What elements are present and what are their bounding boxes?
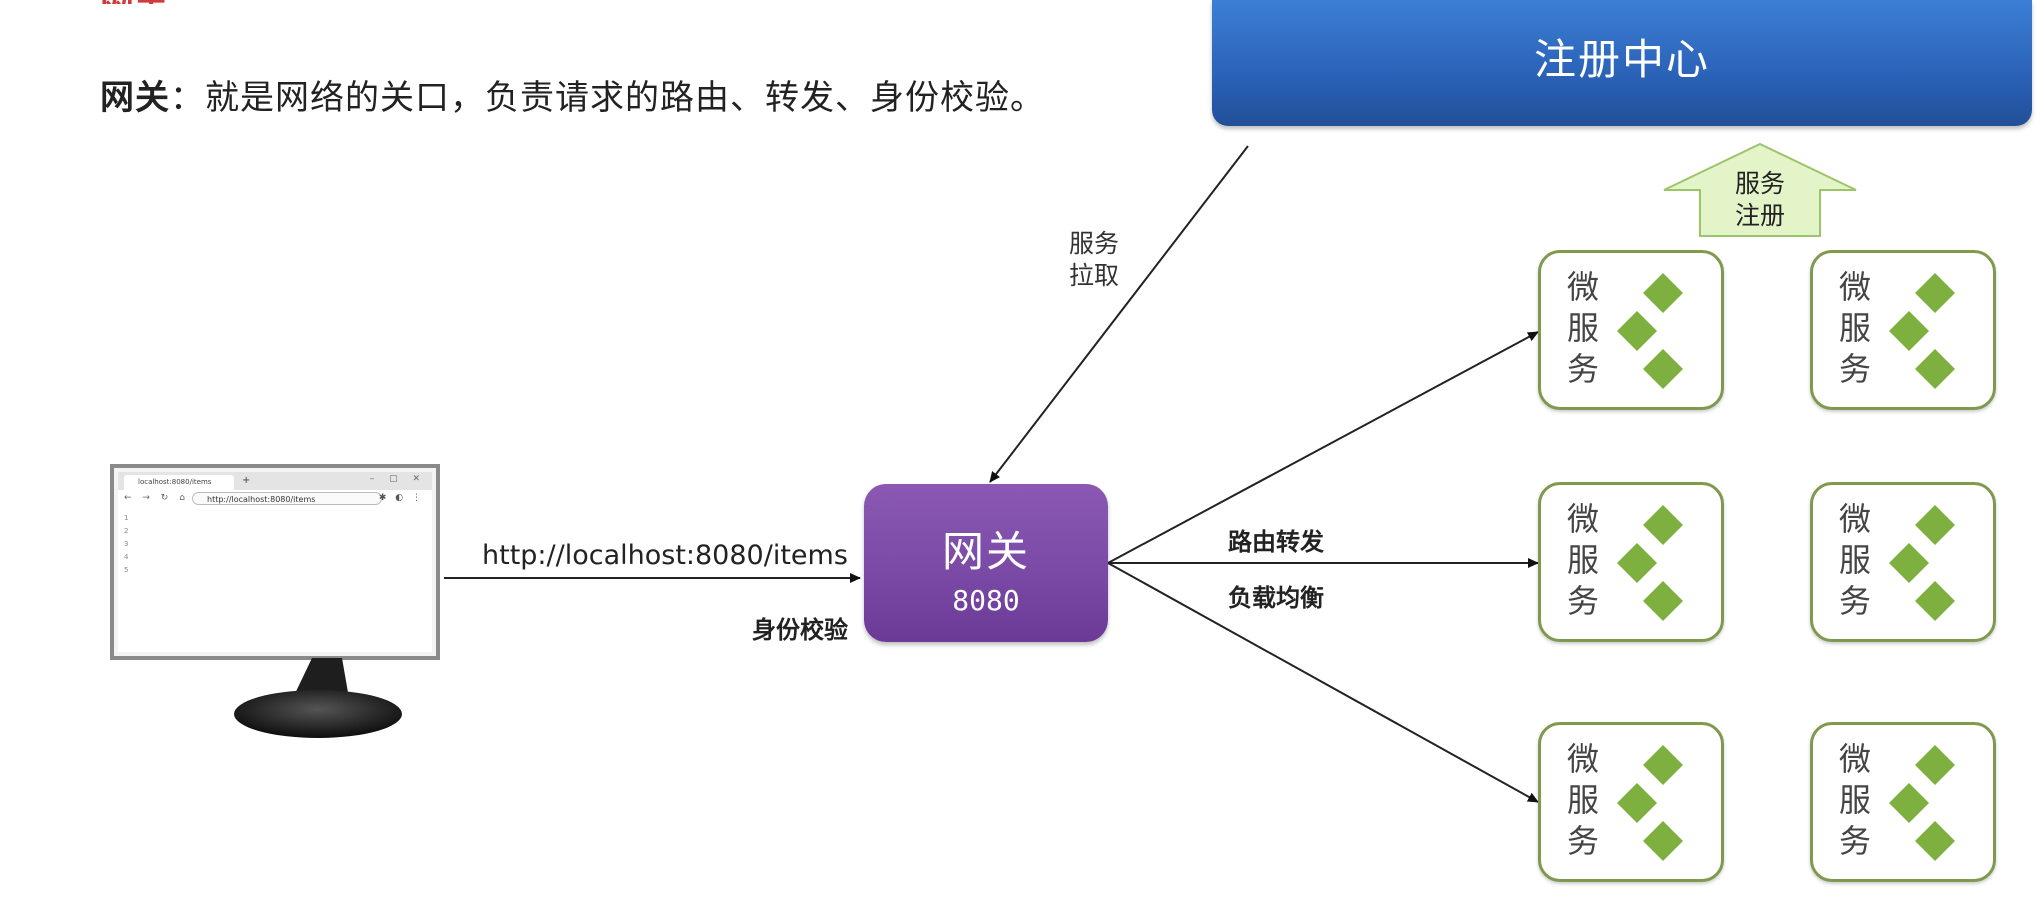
client-computer: localhost:8080/items + – ▢ ✕ ← → ↻ ⌂ htt… (110, 464, 440, 744)
microservice-label: 微服务 (1838, 740, 1871, 860)
microservice-label: 微服务 (1838, 500, 1871, 620)
gateway-box: 网关 8080 (864, 484, 1108, 642)
new-tab-icon[interactable]: + (242, 475, 251, 486)
intro-term: 网关 (100, 78, 170, 118)
microservice-label: 微服务 (1566, 268, 1599, 388)
microservice-box: 微服务 (1810, 250, 1996, 410)
registry-center-box: 注册中心 (1212, 0, 2032, 126)
diamond-cluster-icon (1617, 273, 1683, 389)
service-register-arrow-icon (1663, 142, 1857, 237)
diamond-cluster-icon (1889, 745, 1955, 861)
microservice-box: 微服务 (1538, 482, 1724, 642)
browser-content: 1 2 3 4 5 (118, 508, 432, 652)
microservice-label: 微服务 (1566, 740, 1599, 860)
microservice-label: 微服务 (1838, 268, 1871, 388)
browser-nav-icons[interactable]: ← → ↻ ⌂ (124, 493, 189, 503)
diamond-cluster-icon (1889, 505, 1955, 621)
monitor-screen: localhost:8080/items + – ▢ ✕ ← → ↻ ⌂ htt… (110, 464, 440, 660)
browser-address-bar[interactable]: http://localhost:8080/items (192, 492, 382, 505)
service-pull-label: 服务 拉取 (1068, 229, 1119, 290)
microservice-box: 微服务 (1810, 482, 1996, 642)
gateway-port: 8080 (952, 584, 1020, 617)
service-register-label: 服务 注册 (1734, 169, 1785, 230)
diamond-cluster-icon (1889, 273, 1955, 389)
monitor-stand-icon (234, 658, 402, 738)
microservice-box: 微服务 (1538, 722, 1724, 882)
service-pull-arrow (989, 145, 1249, 483)
diamond-cluster-icon (1617, 505, 1683, 621)
browser-toolbar: ← → ↻ ⌂ http://localhost:8080/items ✱ ◐ … (118, 490, 432, 509)
route-arrow-top (1107, 331, 1539, 564)
route-arrow-bottom (1107, 562, 1539, 803)
line-numbers: 1 2 3 4 5 (124, 514, 129, 574)
browser-tab-bar: localhost:8080/items + – ▢ ✕ (118, 472, 432, 490)
microservice-box: 微服务 (1810, 722, 1996, 882)
request-url-label: http://localhost:8080/items (482, 540, 848, 571)
intro-colon: ： (170, 78, 205, 118)
cropped-heading: 网关 (100, 0, 210, 4)
diamond-cluster-icon (1617, 745, 1683, 861)
gateway-name: 网关 (941, 527, 1030, 576)
microservice-box: 微服务 (1538, 250, 1724, 410)
route-forward-label: 路由转发 (1228, 528, 1324, 556)
registry-center-label: 注册中心 (1533, 35, 1710, 84)
browser-tab[interactable]: localhost:8080/items (124, 475, 234, 490)
intro-definition: 就是网络的关口，负责请求的路由、转发、身份校验。 (205, 78, 1045, 118)
auth-check-label: 身份校验 (752, 616, 848, 644)
load-balance-label: 负载均衡 (1228, 584, 1324, 612)
window-controls-icon[interactable]: – ▢ ✕ (369, 474, 426, 484)
browser-extension-icons[interactable]: ✱ ◐ ⋮ (378, 493, 424, 503)
microservice-label: 微服务 (1566, 500, 1599, 620)
intro-sentence: 网关：就是网络的关口，负责请求的路由、转发、身份校验。 (100, 70, 1045, 119)
